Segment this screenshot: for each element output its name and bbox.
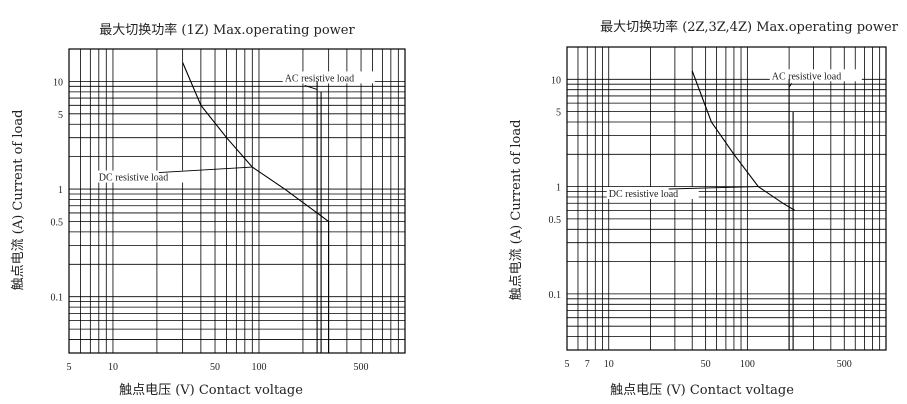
annotation-leader-line	[668, 186, 759, 190]
y-tick-labels: 0.1 0.5 1 5 10	[51, 77, 64, 303]
label-backgrounds	[606, 69, 862, 199]
y-tick-label: 10	[53, 77, 63, 88]
x-tick-label: 100	[740, 359, 755, 370]
y-tick-label: 1	[556, 183, 561, 194]
annotation-dc-resistive-load: DC resistive load	[609, 189, 678, 200]
annotation-background	[282, 71, 375, 84]
annotation-leader-line	[158, 166, 253, 173]
x-tick-label: 100	[251, 362, 266, 373]
x-tick-label: 500	[837, 359, 852, 370]
x-tick-label: 500	[354, 362, 369, 373]
y-tick-label: 0.1	[51, 293, 64, 304]
annotation-ac-resistive-load: AC resistive load	[285, 73, 354, 84]
annotation-background	[769, 69, 862, 82]
x-tick-label: 50	[701, 359, 711, 370]
x-tick-label: 50	[210, 362, 220, 373]
chart-title: 最大切换功率 (1Z) Max.operating power	[99, 22, 355, 38]
y-tick-label: 0.5	[51, 217, 64, 228]
chart-left: AC resistive load DC resistive load 5 10 50 1…	[11, 22, 406, 398]
y-tick-label: 0.1	[549, 290, 562, 301]
x-tick-label: 5	[67, 362, 72, 373]
annotation-leader-line	[304, 84, 318, 90]
series-dc-resistive-load	[182, 62, 330, 353]
annotation-ac-resistive-load: AC resistive load	[772, 71, 841, 82]
series-dc-resistive-load	[691, 70, 796, 211]
y-tick-label: 5	[556, 108, 561, 119]
x-tick-labels: 5 7 10 50 100 500	[565, 359, 852, 370]
y-tick-label: 10	[551, 75, 561, 86]
annotation-leader-line	[788, 83, 793, 88]
x-tick-labels: 5 10 50 100 500	[67, 362, 369, 373]
x-tick-label: 5	[565, 359, 570, 370]
x-tick-label: 10	[108, 362, 118, 373]
chart-title: 最大切换功率 (2Z,3Z,4Z) Max.operating power	[600, 19, 899, 35]
plot-frame	[566, 46, 887, 351]
annotation-background	[96, 170, 189, 183]
label-backgrounds	[96, 71, 375, 183]
x-axis-label: 触点电压 (V) Contact voltage	[610, 383, 794, 398]
x-axis-label: 触点电压 (V) Contact voltage	[119, 383, 303, 398]
x-tick-label: 7	[585, 359, 590, 370]
y-axis-label: 触点电流 (A) Current of load	[11, 110, 26, 291]
grid	[69, 49, 405, 353]
x-tick-label: 10	[604, 359, 614, 370]
y-tick-label: 0.5	[549, 215, 562, 226]
y-tick-label: 1	[58, 185, 63, 196]
y-tick-labels: 0.1 0.5 1 5 10	[549, 75, 562, 301]
annotation-dc-resistive-load: DC resistive load	[99, 173, 168, 184]
annotation-background	[606, 186, 699, 199]
plot-frame	[68, 48, 406, 354]
y-axis-label: 触点电流 (A) Current of load	[509, 120, 524, 301]
y-tick-label: 5	[58, 110, 63, 121]
